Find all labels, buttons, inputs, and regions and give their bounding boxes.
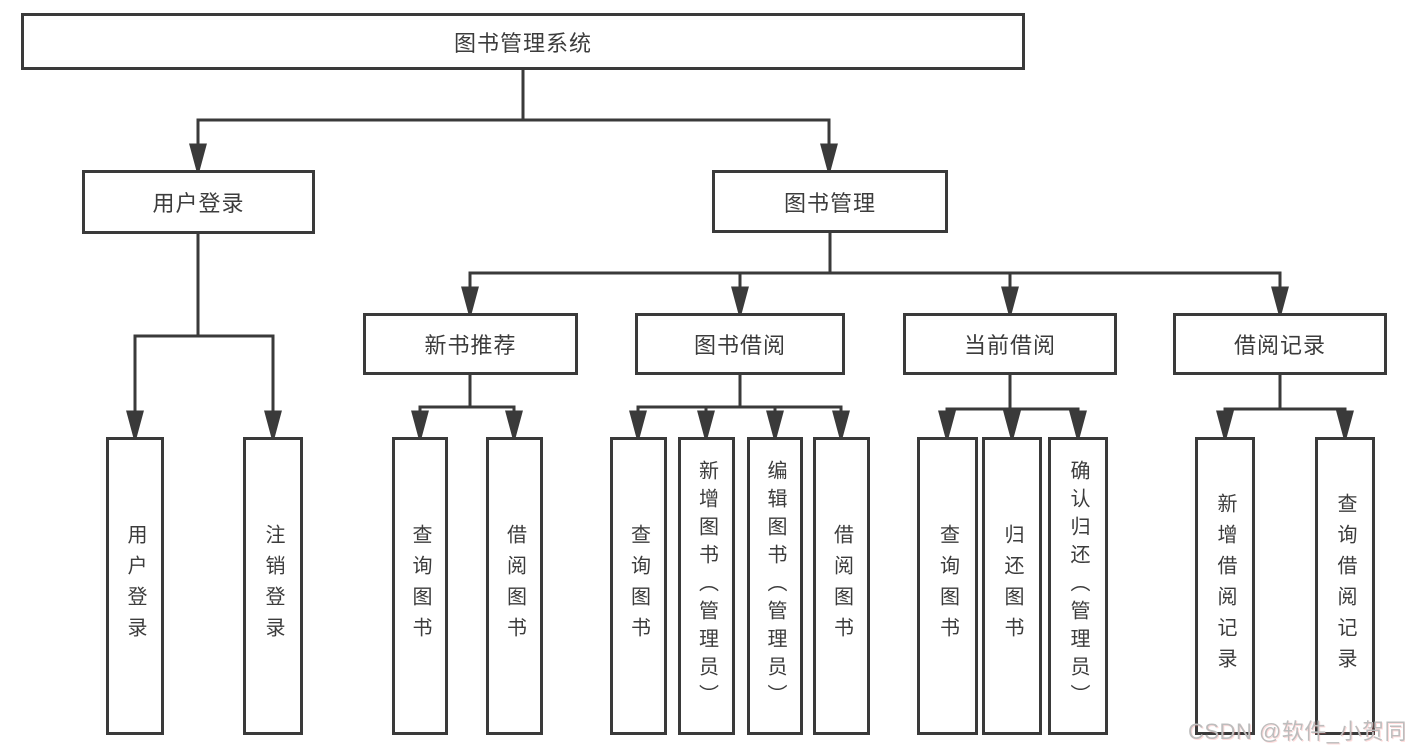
arrowhead [505, 410, 523, 444]
leaf-query-books: 查询图书 [610, 437, 667, 735]
leaf-add-books-admin: 新增图书（管理员） [678, 437, 735, 735]
node-label: 借阅图书 [830, 524, 853, 648]
leaf-user-login: 用户登录 [106, 437, 164, 735]
connector-book-management [468, 233, 1282, 291]
arrowhead [697, 410, 715, 444]
arrowhead [820, 143, 838, 177]
leaf-edit-books-admin: 编辑图书（管理员） [747, 437, 803, 735]
node-current-borrow: 当前借阅 [903, 313, 1117, 375]
leaf-query-books: 查询图书 [917, 437, 978, 735]
node-label: 图书管理 [783, 190, 876, 216]
node-label: 图书借阅 [693, 333, 786, 358]
arrowhead [766, 410, 784, 444]
leaf-query-borrow-record: 查询借阅记录 [1315, 437, 1375, 735]
node-book-management: 图书管理 [712, 170, 948, 233]
node-user-login: 用户登录 [82, 170, 315, 234]
connector-borrow-records [1223, 375, 1347, 414]
csdn-watermark: CSDN @软件_小贺同学 [1188, 719, 1405, 744]
node-label: 查询借阅记录 [1334, 493, 1356, 679]
node-new-book-recommend: 新书推荐 [363, 313, 578, 375]
arrowhead [1271, 286, 1289, 320]
node-label: 借阅图书 [503, 524, 526, 648]
arrowhead [832, 410, 850, 444]
leaf-return-books: 归还图书 [982, 437, 1042, 735]
node-label: 查询图书 [936, 524, 959, 648]
leaf-borrow-books: 借阅图书 [486, 437, 543, 735]
node-label: 编辑图书（管理员） [764, 460, 786, 712]
node-label: 新增借阅记录 [1214, 493, 1236, 679]
connector-root [196, 70, 831, 150]
arrowhead [629, 410, 647, 444]
arrowhead [1069, 410, 1087, 444]
arrowhead [1336, 410, 1354, 444]
node-label: 查询图书 [627, 524, 650, 648]
node-label: 借阅记录 [1233, 333, 1326, 358]
node-label: 注销登录 [262, 524, 284, 648]
arrowhead [1216, 410, 1234, 444]
leaf-logout: 注销登录 [243, 437, 303, 735]
node-label: 当前借阅 [963, 333, 1056, 358]
arrowhead [731, 286, 749, 320]
node-borrow-records: 借阅记录 [1173, 313, 1387, 375]
node-label: 确认归还（管理员） [1067, 460, 1089, 712]
node-label: 新书推荐 [424, 333, 517, 358]
connector-current-borrow [945, 375, 1080, 414]
arrowhead [1001, 286, 1019, 320]
arrowhead [126, 410, 144, 444]
node-label: 用户登录 [152, 191, 245, 216]
node-book-borrow: 图书借阅 [635, 313, 845, 375]
arrowhead [189, 143, 207, 177]
node-label: 用户登录 [124, 524, 146, 648]
connector-new-book [418, 375, 516, 414]
node-library-management-system: 图书管理系统 [21, 13, 1025, 70]
connector-book-borrow [636, 375, 843, 414]
arrowhead [411, 410, 429, 444]
arrowhead [264, 410, 282, 444]
arrowhead [938, 410, 956, 444]
connector-user-login [133, 234, 275, 414]
node-label: 查询图书 [409, 524, 431, 648]
leaf-add-borrow-record: 新增借阅记录 [1195, 437, 1255, 735]
arrowhead [1003, 410, 1021, 444]
arrowhead [461, 286, 479, 320]
leaf-query-books: 查询图书 [392, 437, 448, 735]
node-label: 新增图书（管理员） [695, 460, 718, 712]
leaf-borrow-books: 借阅图书 [813, 437, 870, 735]
node-label: 图书管理系统 [453, 30, 592, 56]
node-label: 归还图书 [1001, 524, 1023, 648]
leaf-confirm-return-admin: 确认归还（管理员） [1048, 437, 1108, 735]
